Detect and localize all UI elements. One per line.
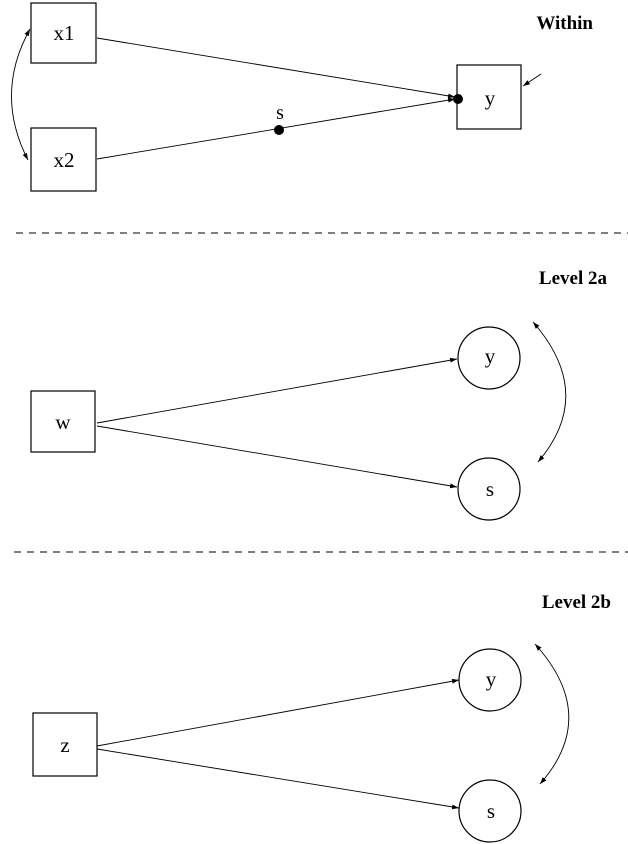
level-2b-section: Level 2b z y s bbox=[33, 592, 611, 842]
w-to-s-arrow bbox=[97, 426, 457, 487]
level-2a-title: Level 2a bbox=[539, 268, 608, 289]
within-section: Within x1 x2 y s bbox=[11, 3, 593, 191]
w-label: w bbox=[55, 410, 71, 434]
y-s-covariance-arrow-2b bbox=[535, 644, 569, 784]
w-to-y-arrow bbox=[97, 359, 457, 423]
random-slope-dot bbox=[274, 125, 284, 135]
z-to-y-arrow bbox=[97, 680, 459, 746]
s-2b-label: s bbox=[487, 799, 495, 823]
level-2a-section: Level 2a w y s bbox=[31, 268, 607, 520]
x1-x2-covariance-arrow bbox=[11, 29, 30, 160]
z-label: z bbox=[60, 733, 69, 757]
y-within-label: y bbox=[485, 86, 496, 110]
level-2b-title: Level 2b bbox=[542, 592, 611, 613]
within-title: Within bbox=[536, 13, 593, 34]
z-to-s-arrow bbox=[97, 749, 459, 808]
s-2a-label: s bbox=[486, 477, 494, 501]
x1-label: x1 bbox=[54, 21, 75, 45]
slope-arrow-dot bbox=[453, 94, 463, 104]
y-s-covariance-arrow-2a bbox=[533, 322, 566, 462]
x2-label: x2 bbox=[54, 148, 75, 172]
x1-to-y-arrow bbox=[97, 38, 455, 97]
y-2a-label: y bbox=[485, 344, 496, 368]
y-2b-label: y bbox=[486, 667, 497, 691]
random-slope-label: s bbox=[276, 102, 284, 124]
y-residual-arrow bbox=[523, 74, 541, 86]
